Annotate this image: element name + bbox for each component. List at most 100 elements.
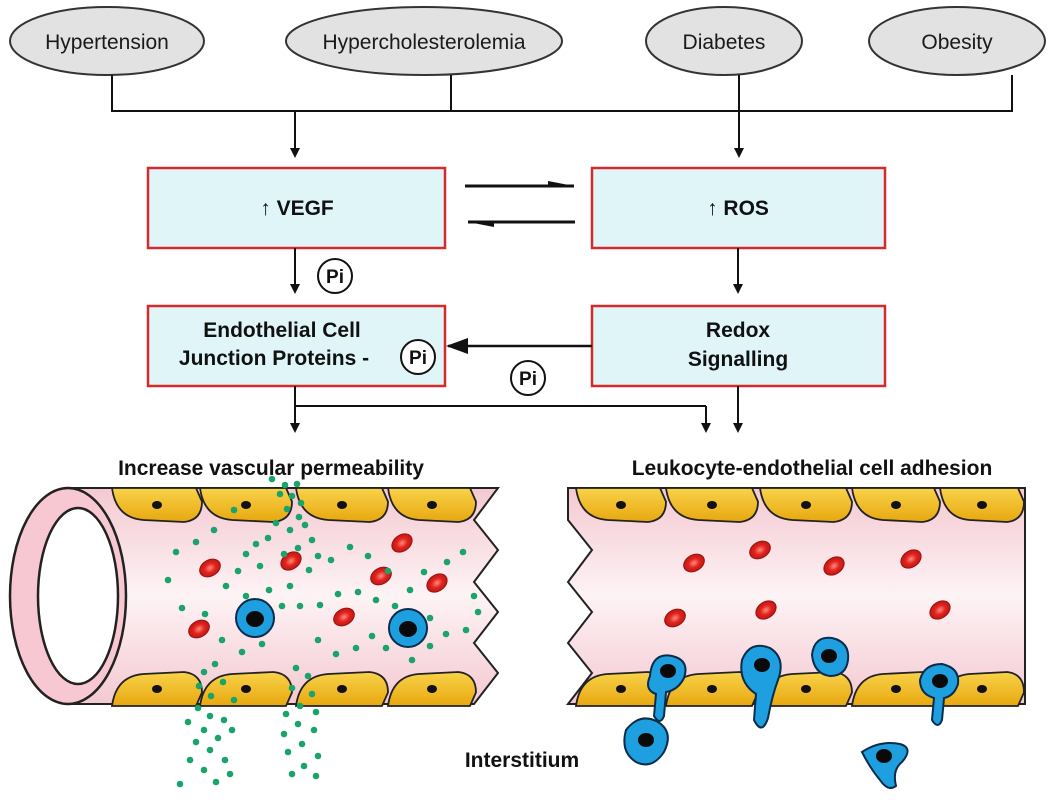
plasma-leak-dot xyxy=(314,636,322,644)
plasma-leak-dot xyxy=(294,544,302,552)
pi-text-junction: Pi xyxy=(409,348,427,369)
left-red-blood-cells xyxy=(188,533,448,639)
endothelial-nucleus xyxy=(427,501,437,509)
endothelial-nucleus xyxy=(337,501,347,509)
vessel-opening-inner xyxy=(36,506,120,686)
right-vessel-body xyxy=(565,487,1026,705)
endothelial-cell xyxy=(574,487,667,523)
adhesion-heading: Leukocyte-endothelial cell adhesion xyxy=(632,457,993,480)
endothelial-nucleus xyxy=(616,685,626,693)
plasma-leak-dot xyxy=(408,656,416,664)
pi-text-vegf: Pi xyxy=(326,267,344,288)
plasma-leak-dot xyxy=(264,534,272,542)
endothelial-cell xyxy=(664,487,759,523)
plasma-leak-dot xyxy=(281,481,289,489)
leukocyte-nucleus xyxy=(638,733,654,747)
plasma-leak-dot xyxy=(316,601,324,609)
plasma-leak-dot xyxy=(234,567,242,575)
junction-line1: Endothelial Cell xyxy=(203,319,361,342)
leukocyte-nucleus xyxy=(932,674,948,688)
outcome-connector xyxy=(290,386,743,433)
plasma-leak-dot xyxy=(459,548,467,556)
red-blood-cell xyxy=(199,558,221,578)
plasma-leak-dot xyxy=(178,604,186,612)
endothelial-cell xyxy=(294,671,389,707)
plasma-leak-dot xyxy=(462,626,470,634)
plasma-leak-dot xyxy=(474,608,482,616)
plasma-leak-dot xyxy=(420,568,428,576)
red-blood-cell xyxy=(333,607,355,627)
plasma-leak-dot xyxy=(314,752,322,760)
right-red-blood-cells xyxy=(664,540,951,628)
plasma-leak-dot xyxy=(372,596,380,604)
endothelial-nucleus xyxy=(152,685,162,693)
right-endothelium-top xyxy=(574,487,1025,523)
red-blood-cell xyxy=(188,619,210,639)
plasma-leak-dot xyxy=(192,738,200,746)
plasma-leak-dot xyxy=(184,718,192,726)
risk-diabetes: Diabetes xyxy=(645,6,803,76)
risk-ellipse-obesity xyxy=(868,6,1046,76)
redox-line2: Signalling xyxy=(688,348,788,371)
pi-circle-redox xyxy=(510,360,546,396)
red-blood-cell xyxy=(749,540,771,560)
red-blood-cell xyxy=(664,608,686,628)
endothelial-cell xyxy=(758,487,853,523)
junction-box: Endothelial Cell Junction Proteins - Pi xyxy=(146,304,447,388)
pi-marker-redox: Pi xyxy=(510,360,546,396)
plasma-leak-dot xyxy=(382,644,390,652)
plasma-leak-dot xyxy=(176,780,184,788)
vegf-box: ↑ VEGF xyxy=(146,166,447,250)
plasma-leak-dot xyxy=(256,562,264,570)
redox-line1: Redox xyxy=(706,319,771,342)
plasma-leak-dot xyxy=(210,526,218,534)
leukocyte-nucleus xyxy=(821,649,837,663)
plasma-leak-dot xyxy=(304,672,312,680)
plasma-leak-dot xyxy=(310,726,318,734)
plasma-leak-dot xyxy=(391,602,399,610)
endothelial-nucleus xyxy=(427,685,437,693)
leukocyte-nucleus xyxy=(246,611,264,627)
plasma-leak-dot xyxy=(252,540,260,548)
plasma-leak-dot xyxy=(312,708,320,716)
plasma-leak-dot xyxy=(283,505,291,513)
plasma-leak-dot xyxy=(276,490,284,498)
plasma-leak-dot xyxy=(211,660,219,668)
plasma-leak-dot xyxy=(384,567,392,575)
plasma-leak-dot xyxy=(194,704,202,712)
plasma-leak-dot xyxy=(164,576,172,584)
adherent-leukocyte xyxy=(860,742,909,789)
plasma-leak-dot xyxy=(296,702,304,710)
plasma-leak-dot xyxy=(242,592,250,600)
endothelial-cell xyxy=(386,671,477,707)
risk-ellipse-hypercholesterolemia xyxy=(285,6,563,76)
plasma-leak-dot xyxy=(426,614,434,622)
leukocyte-nucleus xyxy=(660,664,676,678)
plasma-leak-dot xyxy=(280,550,288,558)
plasma-leak-dot xyxy=(218,636,226,644)
plasma-leak-dot xyxy=(288,770,296,778)
plasma-leak-dot xyxy=(297,499,305,507)
plasma-leak-dot xyxy=(364,552,372,560)
plasma-leak-dot xyxy=(242,550,250,558)
endothelial-nucleus xyxy=(241,685,251,693)
endothelial-cell xyxy=(110,671,203,707)
ros-box: ↑ ROS xyxy=(590,166,887,250)
plasma-leak-dot xyxy=(226,770,234,778)
ros-box-frame xyxy=(590,166,887,250)
plasma-leak-dot xyxy=(282,710,290,718)
plasma-leak-dot xyxy=(286,526,294,534)
risk-label-hypercholesterolemia: Hypercholesterolemia xyxy=(322,31,525,54)
plasma-leak-dot xyxy=(308,690,316,698)
plasma-leak-dot xyxy=(443,558,451,566)
plasma-leak-dot xyxy=(296,602,304,610)
endothelial-cell xyxy=(574,671,667,707)
risk-label-diabetes: Diabetes xyxy=(683,31,766,54)
right-vessel xyxy=(565,487,1026,789)
interstitium-label: Interstitium xyxy=(465,749,579,772)
plasma-leak-dot xyxy=(172,548,180,556)
plasma-leak-dot xyxy=(230,696,238,704)
leukocyte-nucleus xyxy=(399,621,417,637)
plasma-leak-dot xyxy=(278,602,286,610)
